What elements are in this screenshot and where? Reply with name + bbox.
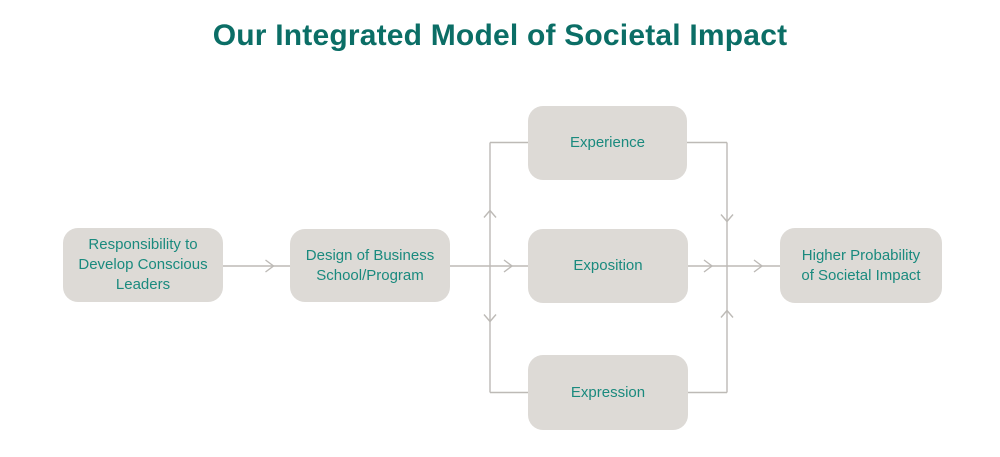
node-experience: Experience bbox=[528, 106, 687, 180]
arrow-right-icon bbox=[265, 259, 275, 273]
arrow-up-icon bbox=[720, 309, 734, 318]
arrow-down-icon bbox=[483, 314, 497, 323]
arrow-right-icon bbox=[503, 259, 514, 273]
node-label: Expression bbox=[570, 383, 646, 401]
node-label: Experience bbox=[569, 134, 646, 152]
node-label: Higher Probability of Societal Impact bbox=[801, 246, 921, 284]
node-exposition: Exposition bbox=[528, 229, 688, 303]
node-responsibility: Responsibility to Develop Conscious Lead… bbox=[63, 228, 223, 302]
node-design: Design of Business School/Program bbox=[290, 229, 450, 302]
node-impact: Higher Probability of Societal Impact bbox=[780, 228, 942, 303]
node-label: Responsibility to Develop Conscious Lead… bbox=[78, 236, 208, 293]
edge-design-exposition bbox=[450, 259, 528, 273]
node-label: Exposition bbox=[573, 257, 643, 275]
arrow-right-icon bbox=[753, 259, 764, 273]
node-label: Design of Business School/Program bbox=[305, 246, 435, 284]
edge-exposition-impact bbox=[688, 259, 780, 273]
edge-responsibility-design bbox=[223, 259, 290, 273]
branch-merge bbox=[687, 141, 734, 394]
page-title: Our Integrated Model of Societal Impact bbox=[212, 19, 788, 52]
node-expression: Expression bbox=[528, 355, 688, 430]
arrow-up-icon bbox=[483, 209, 497, 218]
branch-split bbox=[483, 141, 528, 394]
arrow-right-icon bbox=[703, 259, 714, 273]
arrow-down-icon bbox=[720, 214, 734, 223]
